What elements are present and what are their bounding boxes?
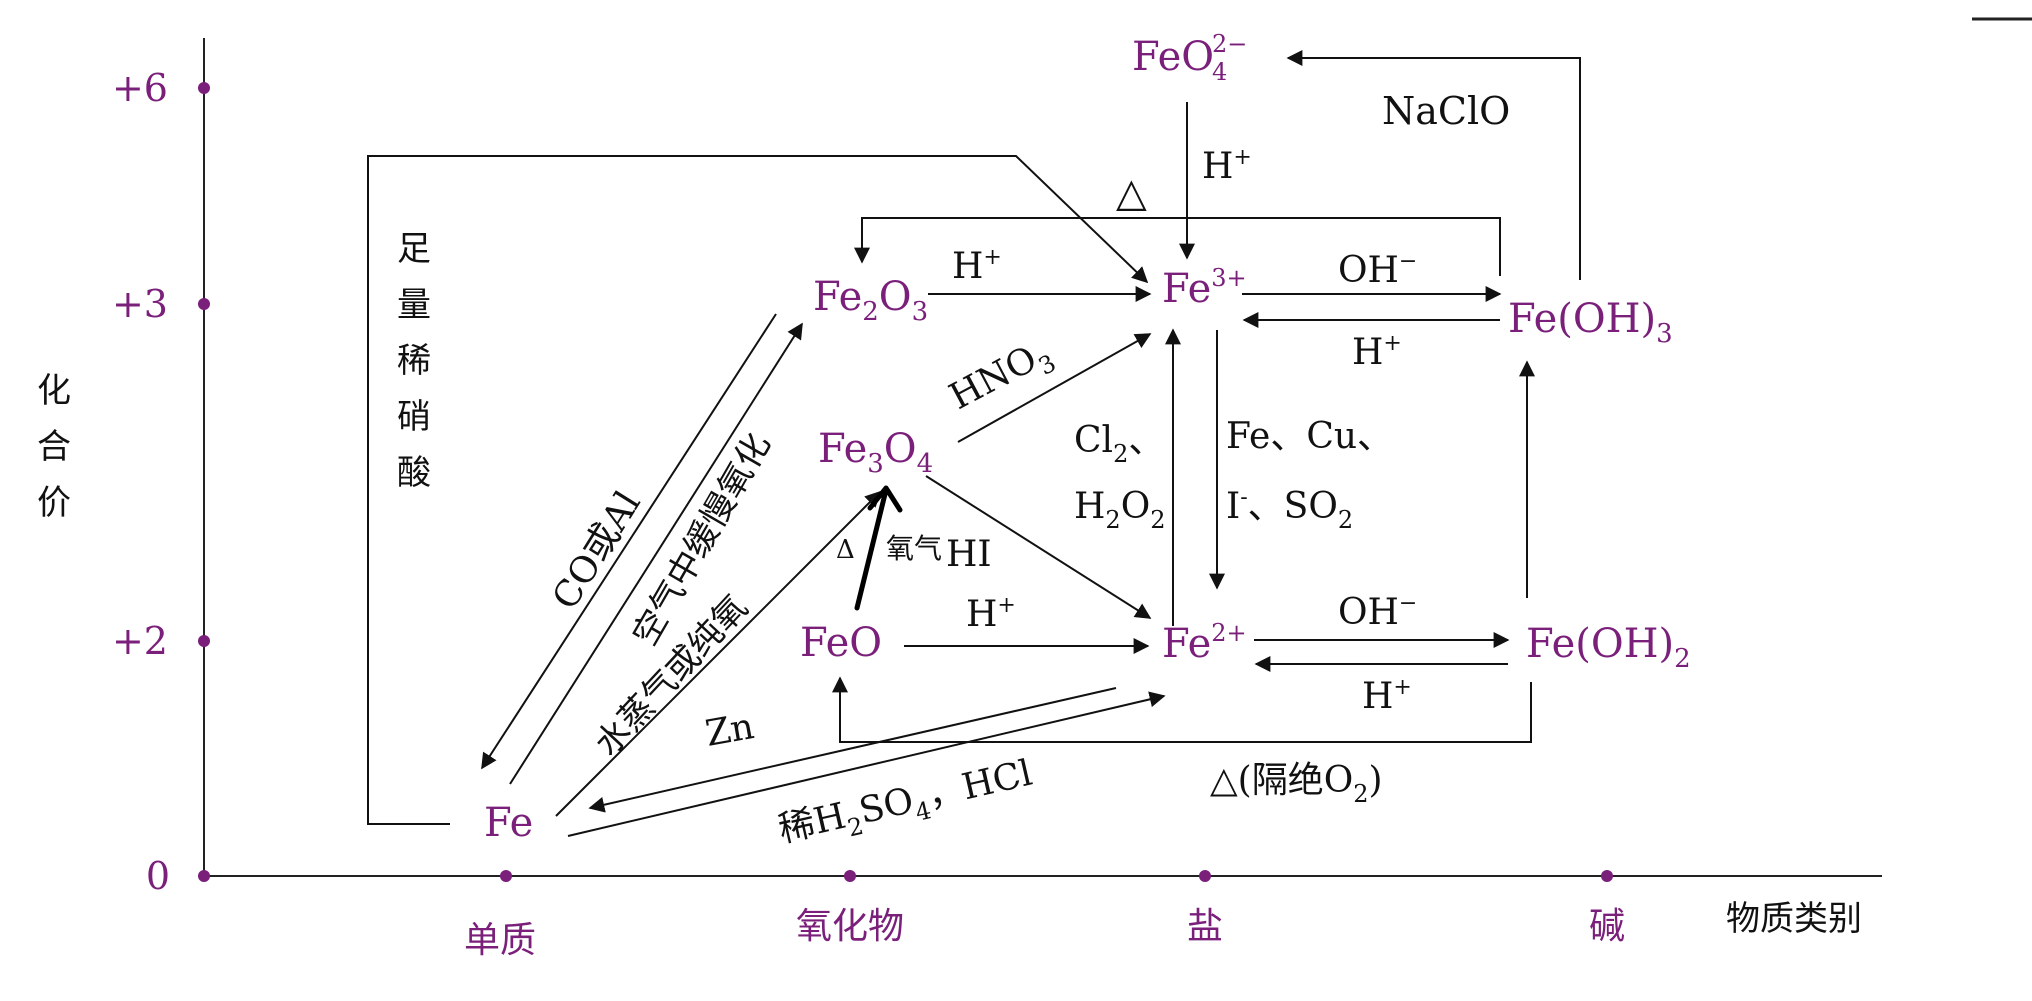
species-feoh2: Fe(OH)2 (1526, 621, 1691, 674)
species-ferrate: FeO (1132, 34, 1214, 80)
arrow-fe3o4-to-fe3 (957, 333, 1152, 443)
tick-dot-plus6 (198, 82, 210, 94)
label-h-feoh2-fe2: H+ (1362, 675, 1412, 717)
label-oxygen: 氧气 (886, 532, 942, 565)
y-tick-plus3: +3 (112, 282, 168, 326)
species-fe3o4: Fe3O4 (818, 426, 933, 479)
label-fe-cu: Fe、Cu、 (1226, 416, 1393, 457)
label-i-so2: I-、SO2 (1226, 485, 1353, 534)
label-cl2: Cl2、 (1074, 420, 1164, 468)
label-h-ferrate-fe3: H+ (1202, 145, 1252, 187)
arrow-fe2o3-to-fe (481, 313, 777, 770)
tick-dot-plus2 (198, 635, 210, 647)
label-naclo: NaClO (1382, 89, 1510, 133)
label-hno3-v4: 硝 (397, 397, 431, 437)
x-tick-base: 碱 (1589, 906, 1625, 947)
arrow-feoh3-heat-to-fe2o3 (854, 217, 1501, 276)
label-oh-fe3-feoh3: OH− (1338, 249, 1417, 291)
label-hi: HI (946, 534, 992, 575)
label-heat-isolate-o2: △(隔绝O2) (1210, 760, 1383, 808)
species-feo: FeO (800, 620, 882, 666)
tick-dot-zero (198, 870, 210, 882)
x-axis-title: 物质类别 (1726, 899, 1862, 939)
species-feoh3: Fe(OH)3 (1508, 296, 1673, 349)
y-tick-plus6: +6 (112, 66, 168, 110)
label-co-al: CO或Al (545, 484, 649, 616)
species-fe: Fe (484, 800, 533, 846)
arrow-feoh2-heat-to-feo (832, 676, 1532, 743)
label-h-feo-fe2: H+ (966, 593, 1016, 635)
label-zn: Zn (702, 706, 757, 755)
tick-dot-oxide (844, 870, 856, 882)
y-axis-title-3: 价 (37, 483, 71, 523)
label-heat-small: Δ (836, 535, 855, 565)
species-fe2plus: Fe2+ (1162, 619, 1247, 667)
y-tick-plus2: +2 (112, 619, 168, 663)
label-hno3-v3: 稀 (397, 341, 431, 381)
tick-dot-elemental (500, 870, 512, 882)
tick-dot-base (1601, 870, 1613, 882)
label-hno3-v5: 酸 (397, 453, 431, 493)
arrow-fe-to-fe3-hno3 (367, 155, 1149, 825)
label-h-fe2o3-fe3: H+ (952, 245, 1002, 287)
label-h-feoh3-fe3: H+ (1352, 331, 1402, 373)
arrow-feo-to-fe3o4-handwritten (854, 487, 889, 611)
x-tick-elemental: 单质 (464, 920, 536, 961)
label-h2o2: H2O2 (1074, 486, 1165, 534)
arrow-fe-to-fe2o3 (509, 322, 803, 785)
tick-dot-salt (1199, 870, 1211, 882)
arrow-fe3o4-to-fe2 (925, 475, 1152, 619)
label-hno3: HNO3 (943, 331, 1061, 424)
species-fe2o3: Fe2O3 (813, 274, 928, 327)
x-tick-oxide: 氧化物 (796, 906, 904, 947)
arrowhead-feo-to-fe3o4-handwritten (867, 485, 903, 513)
label-heat-top: △ (1116, 170, 1147, 216)
arrow-feoh3-to-ferrate (1286, 50, 1581, 280)
label-hno3-v2: 量 (397, 285, 431, 325)
species-ferrate-charge: 2− (1212, 30, 1247, 58)
tick-dot-plus3 (198, 298, 210, 310)
species-fe3plus: Fe3+ (1162, 264, 1247, 312)
y-axis-title-1: 化 (37, 371, 71, 411)
label-dilute-acids: 稀H2SO4，HCl (775, 753, 1038, 858)
arrow-fe-to-fe3o4 (555, 490, 882, 817)
label-oh-fe2-feoh2: OH− (1338, 591, 1417, 633)
x-tick-salt: 盐 (1187, 906, 1223, 947)
y-axis-title-2: 合 (37, 427, 71, 467)
y-tick-zero: 0 (146, 854, 170, 898)
species-ferrate-sub: 4 (1212, 58, 1227, 86)
arrow-fe-to-fe2-acid (567, 691, 1166, 837)
arrow-fe2-to-fe (588, 687, 1117, 813)
label-hno3-v1: 足 (397, 229, 431, 269)
